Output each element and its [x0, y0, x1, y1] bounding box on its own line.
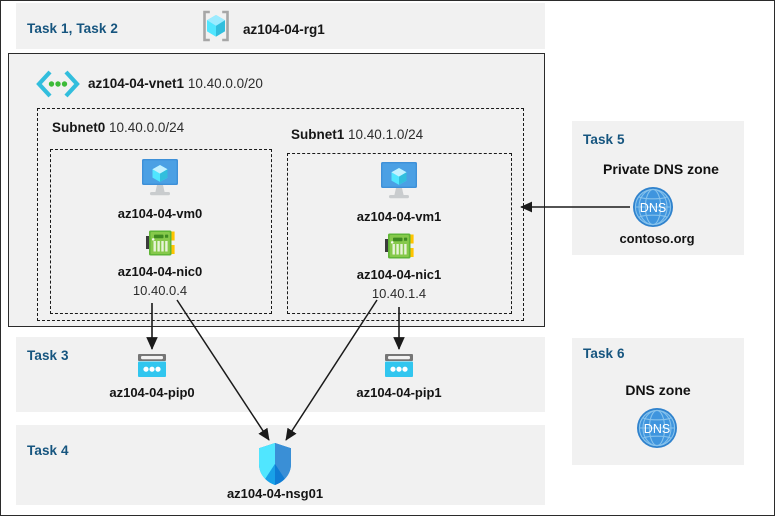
nsg-label: az104-04-nsg01 [226, 486, 324, 501]
resource-group-name-text: az104-04-rg1 [243, 22, 325, 37]
nic0-label: az104-04-nic0 [117, 264, 203, 279]
pip0-label: az104-04-pip0 [109, 385, 195, 400]
virtual-machine-icon [376, 160, 422, 202]
public-ip-address-icon [135, 352, 169, 382]
header-band [16, 3, 545, 49]
vnet-title: az104-04-vnet1 10.40.0.0/20 [88, 76, 263, 91]
task-label-5: Task 5 [583, 132, 625, 147]
public-ip-address-icon [382, 352, 416, 382]
private-dns-zone-name: contoso.org [619, 231, 695, 246]
pip1-label: az104-04-pip1 [356, 385, 442, 400]
nic1-ip: 10.40.1.4 [371, 286, 427, 301]
network-security-group-shield-icon [255, 441, 295, 487]
subnet0-title: Subnet0 10.40.0.0/24 [52, 120, 184, 135]
subnets-container [37, 108, 524, 321]
dns-globe-icon: DNS [634, 405, 680, 451]
dns-icon-text: DNS [644, 422, 670, 436]
dns-zone-heading: DNS zone [625, 382, 691, 398]
dns-icon-text: DNS [640, 201, 666, 215]
nic0-ip: 10.40.0.4 [132, 283, 188, 298]
vm0-label: az104-04-vm0 [117, 206, 203, 221]
task-label-1-2: Task 1, Task 2 [27, 21, 118, 36]
private-dns-zone-heading: Private DNS zone [603, 161, 719, 177]
resource-group-cube-icon [198, 8, 234, 44]
task-label-3: Task 3 [27, 348, 69, 363]
subnet1-name: Subnet1 [291, 127, 345, 142]
vnet-cidr: 10.40.0.0/20 [187, 76, 263, 91]
task3-panel [16, 337, 545, 412]
subnet0-resource-box [50, 149, 272, 314]
subnet0-name: Subnet0 [52, 120, 106, 135]
task-label-6: Task 6 [583, 346, 625, 361]
vm1-label: az104-04-vm1 [356, 209, 442, 224]
resource-group-name: az104-04-rg1 [243, 22, 325, 37]
nic1-label: az104-04-nic1 [356, 267, 442, 282]
vnet-name: az104-04-vnet1 [88, 76, 185, 91]
vnet-panel [8, 53, 545, 327]
virtual-network-icon [35, 69, 81, 99]
network-interface-icon [381, 231, 417, 263]
network-interface-icon [142, 228, 178, 260]
subnet1-cidr: 10.40.1.0/24 [348, 127, 424, 142]
task-label-4: Task 4 [27, 443, 69, 458]
subnet0-cidr: 10.40.0.0/24 [109, 120, 185, 135]
virtual-machine-icon [137, 157, 183, 199]
subnet1-title: Subnet1 10.40.1.0/24 [291, 127, 423, 142]
dns-globe-icon: DNS [630, 184, 676, 230]
